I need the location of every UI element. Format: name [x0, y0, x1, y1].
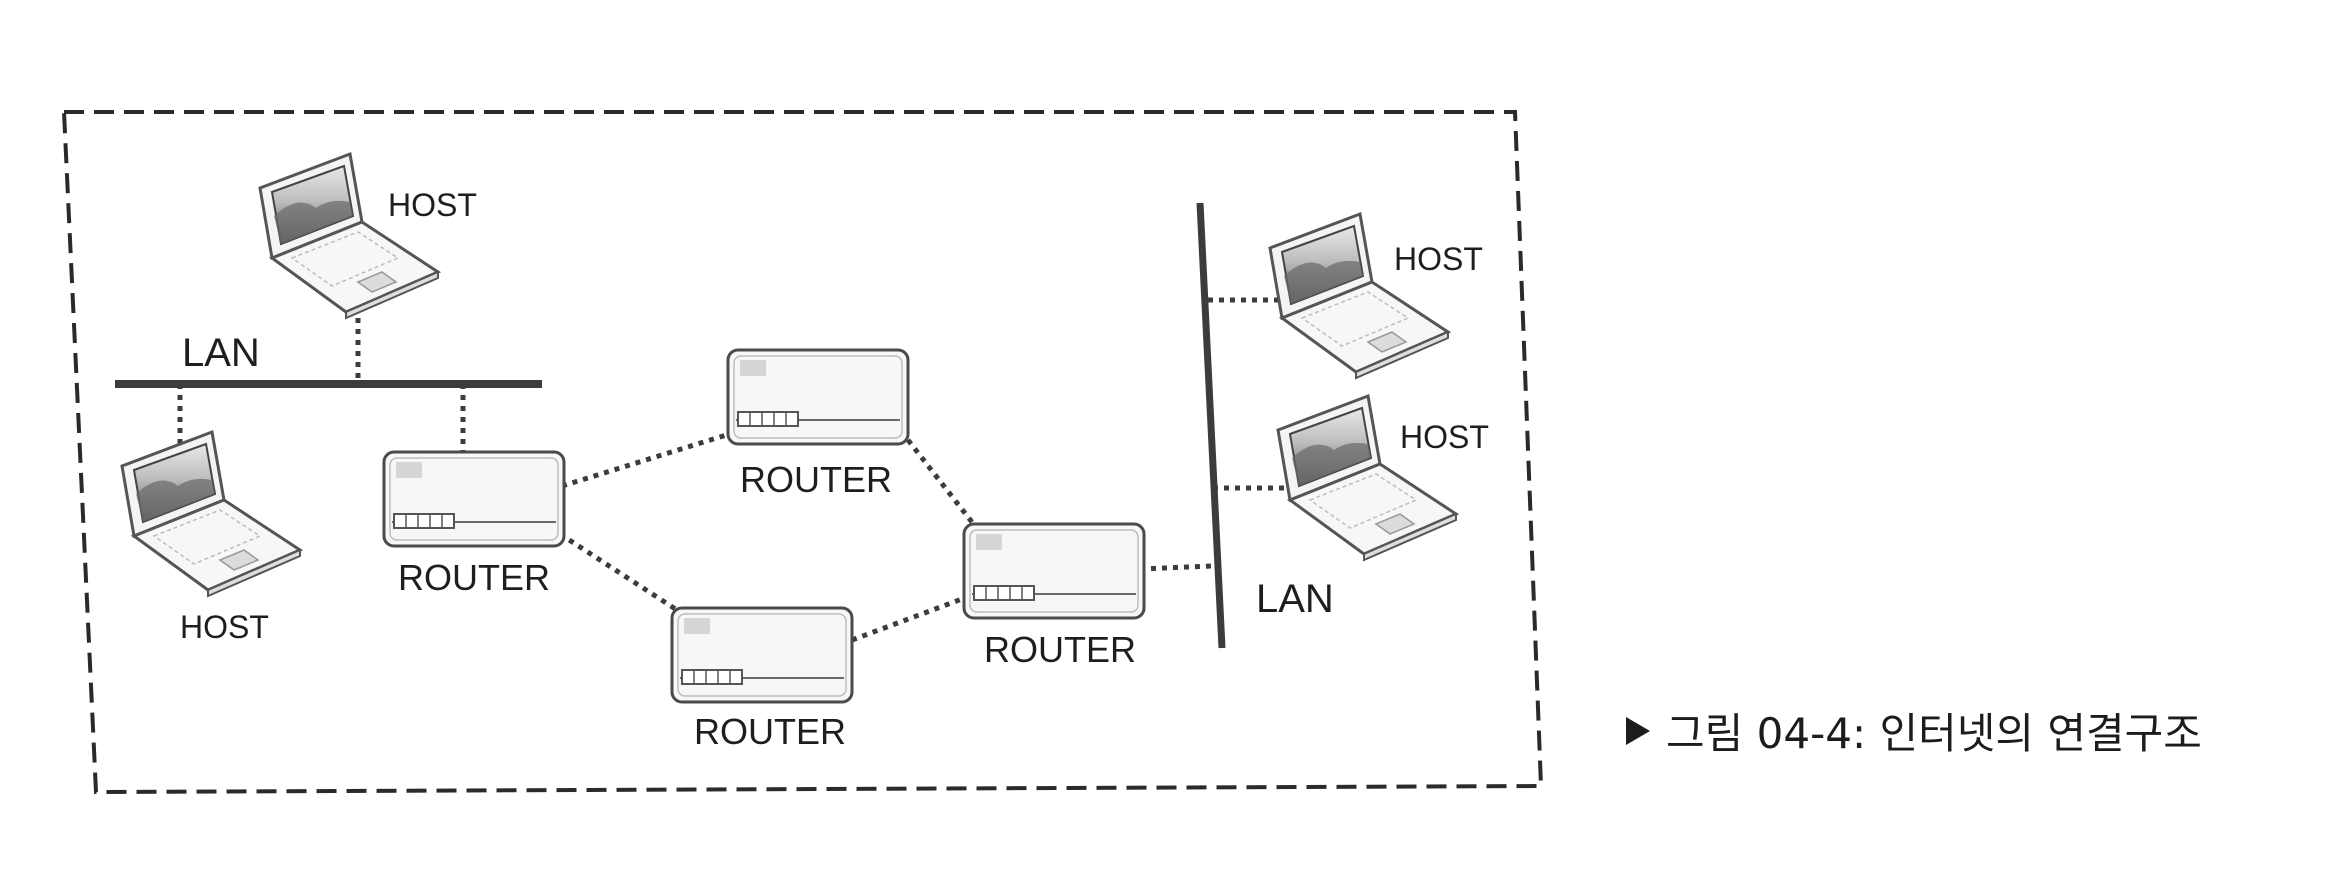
- router-label: ROUTER: [984, 629, 1136, 670]
- host-label: HOST: [1400, 419, 1489, 455]
- lan-label-right: LAN: [1256, 577, 1334, 621]
- router-label: ROUTER: [694, 711, 846, 752]
- lan-bus-right: [1196, 202, 1226, 649]
- lan-label-left: LAN: [182, 331, 260, 375]
- link-router-bottom-router-right: [851, 593, 971, 643]
- link-router-left-router-top: [561, 429, 737, 489]
- caption-text: 그림 04-4: 인터넷의 연결구조: [1666, 709, 2202, 758]
- host-label: HOST: [388, 187, 477, 223]
- link-router-right-lan: [1139, 563, 1213, 572]
- host-laptop-icon: [258, 152, 440, 320]
- link-router-left-router-bottom: [558, 531, 682, 615]
- triangle-right-icon: [1626, 716, 1650, 745]
- host-label: HOST: [1394, 241, 1483, 277]
- network-links: [177, 297, 1286, 643]
- router-icon: [726, 348, 910, 446]
- host-laptop-icon: [1268, 212, 1450, 380]
- router-icon: [962, 522, 1146, 620]
- router-label: ROUTER: [740, 459, 892, 500]
- host-label: HOST: [180, 609, 269, 645]
- figure-caption: 그림 04-4: 인터넷의 연결구조: [1626, 700, 2202, 761]
- router-icon: [382, 450, 566, 548]
- router-label: ROUTER: [398, 557, 550, 598]
- link-router-top-router-right: [906, 438, 977, 528]
- router-icon: [670, 606, 854, 704]
- host-laptop-icon: [120, 430, 302, 598]
- dashed-frame: [61, 110, 1544, 795]
